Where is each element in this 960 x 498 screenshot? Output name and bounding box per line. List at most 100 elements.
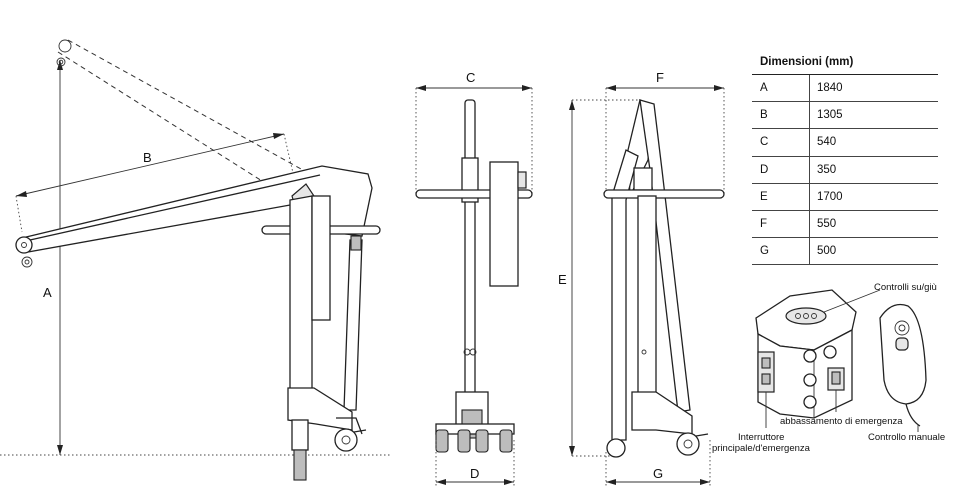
emergency-lowering-knob xyxy=(831,371,841,385)
table-title: Dimensioni (mm) xyxy=(760,56,854,68)
table-row: G 500 xyxy=(752,238,938,266)
table-row: C 540 xyxy=(752,129,938,157)
arrowhead-icon xyxy=(273,133,284,139)
boom-end-pivot xyxy=(15,236,33,254)
main-switch-label-line1: Interruttore xyxy=(738,432,784,443)
switch-toggle xyxy=(761,357,771,369)
pendant-up-button-center xyxy=(898,324,906,332)
manual-control-label: Controllo manuale xyxy=(868,432,945,443)
front-actuator-housing xyxy=(489,161,519,287)
arrowhead-icon xyxy=(569,100,575,110)
mast-cover xyxy=(311,195,331,321)
down-button-icon xyxy=(803,313,809,319)
foot-post xyxy=(293,449,307,481)
arrowhead-icon xyxy=(522,85,532,91)
caster-hub xyxy=(683,439,693,449)
dimension-c-label: C xyxy=(466,70,475,85)
socket-icon xyxy=(803,349,817,363)
row-key: G xyxy=(752,238,810,265)
arrowhead-icon xyxy=(436,479,446,485)
dimension-d-label: D xyxy=(470,466,479,481)
row-key: D xyxy=(752,156,810,183)
row-key: A xyxy=(752,75,810,102)
caster-wheel xyxy=(475,429,489,453)
arrowhead-icon xyxy=(714,85,724,91)
caster-brake xyxy=(353,429,367,433)
boom-arm-edge xyxy=(29,174,321,241)
caster-wheel xyxy=(435,429,449,453)
pendant-up-button-icon xyxy=(894,320,910,336)
front-casters xyxy=(435,429,513,453)
row-key: C xyxy=(752,129,810,156)
arrowhead-icon xyxy=(569,446,575,456)
hook-ring xyxy=(21,256,33,268)
row-value: 1840 xyxy=(817,82,843,95)
dimension-b-label: B xyxy=(143,150,152,165)
row-value: 550 xyxy=(817,218,837,231)
arrowhead-icon xyxy=(606,479,616,485)
arrowhead-icon xyxy=(416,85,426,91)
dimensions-table: Dimensioni (mm) A 1840 B 1305 C 540 D 35… xyxy=(752,56,938,266)
table-row: E 1700 xyxy=(752,183,938,211)
switch-toggle xyxy=(761,373,771,385)
up-button-icon xyxy=(795,313,801,319)
caster-wheel xyxy=(457,429,471,453)
pendant-down-button-icon xyxy=(895,337,909,351)
arrowhead-icon xyxy=(606,85,616,91)
base-leg xyxy=(291,419,309,451)
mast-bolt xyxy=(469,348,477,356)
row-key: B xyxy=(752,102,810,129)
caster-brake xyxy=(695,433,709,437)
front-base-crossbar xyxy=(435,423,515,435)
mast xyxy=(289,195,313,393)
folded-handle-bar xyxy=(603,189,725,199)
main-switch-label-line2: principale/d'emergenza xyxy=(712,443,811,454)
row-value: 1700 xyxy=(817,190,843,203)
folded-view-hoist: E F G xyxy=(558,70,725,486)
raised-hook-ring xyxy=(56,57,66,67)
raised-boom-dashed xyxy=(57,51,301,206)
caster-fork xyxy=(336,417,363,435)
pendant-cable xyxy=(905,403,921,427)
folded-front-wheel xyxy=(606,438,626,458)
arrowhead-icon xyxy=(57,445,63,455)
boom-arm xyxy=(21,165,373,253)
dimension-a-label: A xyxy=(43,285,52,300)
caster-wheel xyxy=(499,429,513,453)
socket-icon xyxy=(823,345,837,359)
dimension-f-label: F xyxy=(656,70,664,85)
arrowhead-icon xyxy=(57,60,63,70)
folded-rear-caster xyxy=(676,432,700,456)
arrowhead-icon xyxy=(16,191,27,197)
raised-hook-outline xyxy=(58,39,72,53)
side-view-hoist: A B xyxy=(0,39,392,481)
table-row: D 350 xyxy=(752,156,938,184)
table-row: B 1305 xyxy=(752,102,938,130)
control-box-detail: Controlli su/giù Interruttore principale… xyxy=(712,282,945,454)
table-body: A 1840 B 1305 C 540 D 350 E 1700 F 550 G… xyxy=(752,74,938,266)
raised-boom-dashed xyxy=(67,39,331,186)
front-view-hoist: C D xyxy=(415,70,533,486)
dimension-b-line xyxy=(15,133,285,197)
hook-ring-inner xyxy=(24,259,30,265)
row-key: F xyxy=(752,210,810,238)
table-row: F 550 xyxy=(752,210,938,239)
up-down-controls-icon xyxy=(785,307,827,325)
rear-caster-wheel xyxy=(334,428,358,452)
dimension-e-label: E xyxy=(558,272,567,287)
row-key: E xyxy=(752,183,810,210)
dimension-g-label: G xyxy=(653,466,663,481)
emergency-lowering-label: abbassamento di emergenza xyxy=(780,416,903,427)
controls-up-down-label: Controlli su/giù xyxy=(874,282,937,293)
raised-hook-ring-inner xyxy=(58,59,64,65)
front-actuator-cap xyxy=(517,171,527,189)
manual-control-pendant xyxy=(879,303,927,405)
boom-end-pivot-center xyxy=(21,242,27,248)
mast-bolt xyxy=(641,349,647,355)
actuator-top xyxy=(350,235,362,251)
row-value: 1305 xyxy=(817,109,843,122)
arrowhead-icon xyxy=(700,479,710,485)
caster-hub xyxy=(341,435,351,445)
leader-line xyxy=(823,289,881,313)
